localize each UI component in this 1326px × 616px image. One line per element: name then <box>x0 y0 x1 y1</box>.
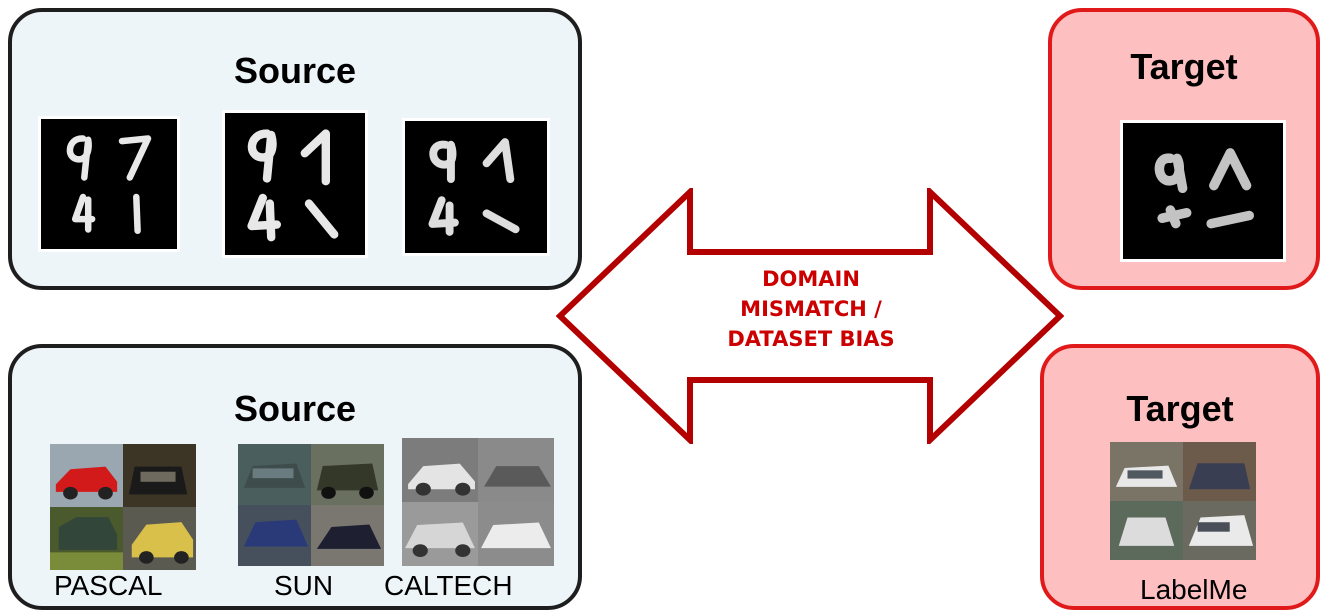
source-photos-panel: Source <box>8 344 582 610</box>
arrow-line-2: MISMATCH / <box>740 297 882 321</box>
target-photos-panel: Target LabelMe <box>1040 344 1320 610</box>
mnist-digits-image <box>38 116 180 252</box>
labelme-label: LabelMe <box>1140 574 1248 605</box>
usps-digits-image <box>222 110 368 258</box>
target-digits-title: Target <box>1130 46 1238 87</box>
arrow-line-1: DOMAIN <box>762 267 860 291</box>
pascal-label: PASCAL <box>54 570 163 601</box>
domain-mismatch-arrow <box>556 188 1064 444</box>
source-digits-panel: Source <box>8 8 582 290</box>
source-digits-title: Source <box>233 50 357 91</box>
labelme-cars-image <box>1110 442 1256 560</box>
target-digits-panel: Target <box>1048 8 1320 290</box>
source-photos-title: Source <box>233 388 357 429</box>
pascal-cars-image <box>50 444 196 570</box>
sun-label: SUN <box>274 570 334 601</box>
caltech-label: CALTECH <box>384 570 513 601</box>
arrow-line-3: DATASET BIAS <box>727 327 895 351</box>
sun-cars-image <box>238 444 384 566</box>
caltech-cars-image <box>402 438 554 566</box>
target-photos-title: Target <box>1126 388 1234 429</box>
domain-mismatch-label: DOMAIN MISMATCH / DATASET BIAS <box>676 264 946 354</box>
svhn-digits-image <box>402 118 550 256</box>
mnistm-digits-image <box>1120 120 1286 262</box>
